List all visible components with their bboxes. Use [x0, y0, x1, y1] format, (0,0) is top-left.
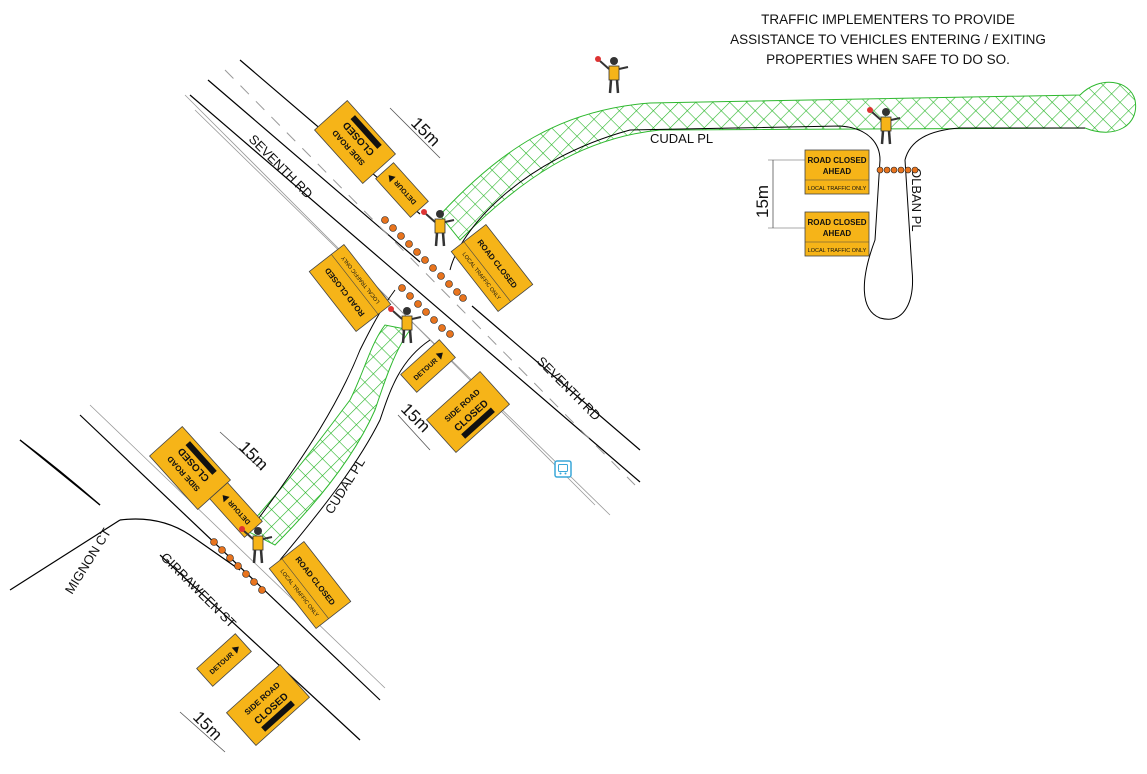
bus-stop-icon [554, 460, 572, 478]
cudal-pl-closed-area-top [439, 81, 1137, 241]
seventh-rd-label-bottom: SEVENTH RD [534, 354, 604, 424]
girraween-st [9, 404, 386, 741]
dimension-5: 15m [179, 707, 226, 753]
svg-text:15m: 15m [235, 437, 272, 474]
detour-sign-4: DETOUR [196, 633, 252, 687]
side-road-closed-sign-4: SIDE ROAD CLOSED [225, 663, 311, 747]
svg-text:AHEAD: AHEAD [823, 167, 852, 176]
detour-arrow-icon [231, 646, 239, 654]
detour-arrow-icon [222, 495, 230, 503]
cone-line-seventh-rd-top [381, 216, 467, 302]
detour-sign-1: DETOUR [375, 162, 429, 218]
svg-text:15m: 15m [397, 399, 434, 436]
svg-text:15m: 15m [753, 185, 772, 218]
mignon-ct-label: MIGNON CT [62, 526, 114, 597]
svg-text:ROAD CLOSED: ROAD CLOSED [807, 218, 866, 227]
road-closed-ahead-sign-1: ROAD CLOSED AHEAD LOCAL TRAFFIC ONLY [804, 149, 870, 195]
traffic-controller-icon [239, 526, 273, 564]
cudal-pl-label-top: CUDAL PL [650, 131, 713, 146]
dimension-4: 15m [219, 431, 272, 474]
cone-line-olban-pl [876, 166, 919, 174]
dimension-3: 15m [397, 399, 434, 451]
side-road-closed-sign-3: SIDE ROAD CLOSED [148, 425, 232, 511]
cone-line-seventh-rd-mid [398, 284, 454, 338]
dimension-2: 15m [753, 159, 805, 229]
note-line-1: TRAFFIC IMPLEMENTERS TO PROVIDE [761, 12, 1015, 27]
side-road-closed-sign-2: SIDE ROAD CLOSED [425, 370, 511, 454]
road-closed-sign-3: ROAD CLOSED LOCAL TRAFFIC ONLY [268, 540, 352, 630]
note-line-3: PROPERTIES WHEN SAFE TO DO SO. [766, 52, 1010, 67]
traffic-controller-icon [388, 306, 422, 344]
svg-text:15m: 15m [407, 113, 444, 150]
detour-arrow-icon [388, 175, 396, 183]
svg-text:ROAD CLOSED: ROAD CLOSED [807, 156, 866, 165]
svg-text:LOCAL TRAFFIC ONLY: LOCAL TRAFFIC ONLY [808, 186, 867, 192]
detour-sign-2: DETOUR [400, 339, 456, 393]
svg-text:15m: 15m [189, 707, 226, 744]
side-road-closed-sign-1: SIDE ROAD CLOSED [313, 99, 397, 185]
dimension-1: 15m [389, 107, 444, 159]
note-line-2: ASSISTANCE TO VEHICLES ENTERING / EXITIN… [730, 32, 1046, 47]
girraween-st-label: GIRRAWEEN ST [158, 550, 239, 631]
olban-pl-label: OLBAN PL [909, 168, 924, 232]
seventh-rd [184, 59, 641, 516]
road-closed-ahead-sign-2: ROAD CLOSED AHEAD LOCAL TRAFFIC ONLY [804, 211, 870, 257]
cone-line-girraween-st [210, 538, 266, 594]
svg-text:AHEAD: AHEAD [823, 229, 852, 238]
traffic-controller-icon [595, 56, 629, 94]
traffic-note: TRAFFIC IMPLEMENTERS TO PROVIDE ASSISTAN… [730, 12, 1046, 67]
traffic-controller-icon [421, 209, 455, 247]
detour-arrow-icon [435, 352, 443, 360]
svg-text:LOCAL TRAFFIC ONLY: LOCAL TRAFFIC ONLY [808, 248, 867, 254]
cudal-pl-edges [249, 125, 1085, 561]
traffic-controller-icon [867, 107, 901, 145]
